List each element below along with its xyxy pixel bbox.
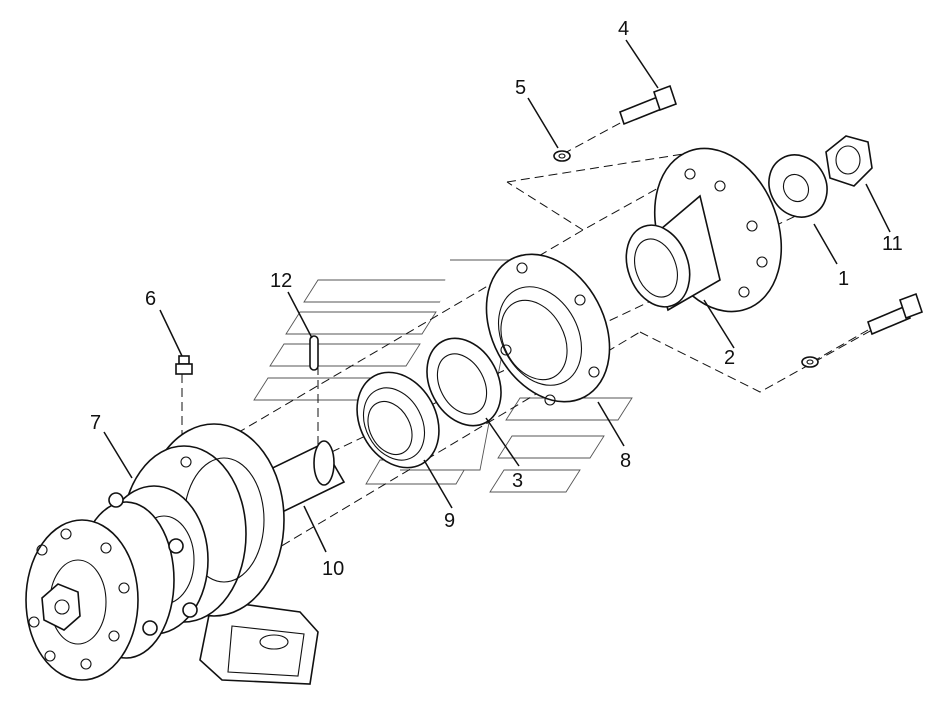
hub-sleeve: [625, 147, 783, 313]
callout-2: 2: [724, 347, 735, 369]
callout-8: 8: [620, 450, 631, 472]
bolt-upper: [619, 84, 678, 126]
small-washer-lower: [801, 356, 819, 368]
bearing-flange: [485, 253, 611, 406]
callout-11: 11: [882, 233, 903, 255]
callout-7: 7: [90, 412, 101, 434]
callout-4: 4: [618, 18, 629, 40]
leader-lines: [103, 39, 891, 553]
grease-fitting: [175, 355, 193, 375]
callout-10: 10: [322, 558, 344, 580]
small-washer-upper: [553, 150, 571, 162]
seal-ring: [426, 337, 502, 427]
bearing: [356, 371, 440, 469]
bolt-lower: [867, 292, 924, 336]
castle-nut: [825, 135, 873, 187]
callout-12: 12: [270, 270, 292, 292]
shaft-key: [309, 335, 319, 371]
callouts: 1 2 3 4 5 6 7 8 9 10 11 12: [90, 18, 903, 580]
callout-6: 6: [145, 288, 156, 310]
bearing-housing: [25, 423, 319, 685]
callout-3: 3: [512, 470, 523, 492]
callout-9: 9: [444, 510, 455, 532]
callout-1: 1: [838, 268, 849, 290]
callout-5: 5: [515, 77, 526, 99]
washer: [768, 154, 828, 218]
